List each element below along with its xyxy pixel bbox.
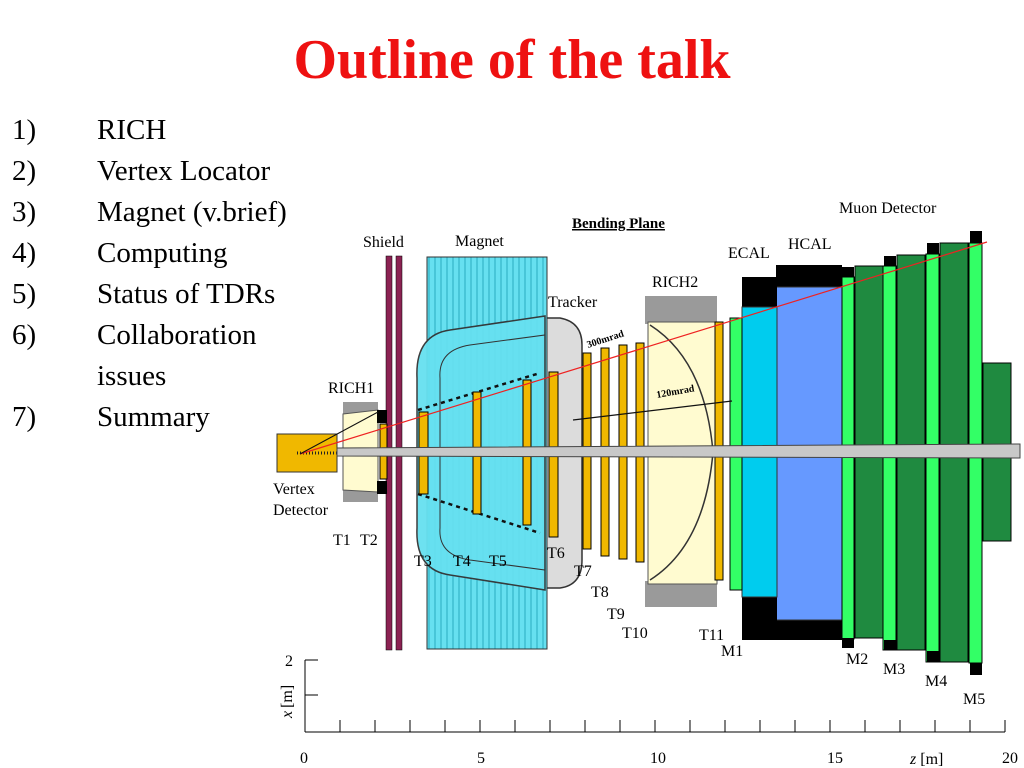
heading-bending-plane: Bending Plane [572, 216, 665, 232]
label-vertex: Vertex [273, 481, 315, 498]
item-text: Computing [97, 237, 228, 269]
z-tick: 10 [650, 750, 666, 767]
z-tick: 20 [1002, 750, 1018, 767]
label-rich1: RICH1 [328, 380, 374, 397]
outline-item: 3) Magnet (v.brief) [12, 192, 332, 233]
station-label: T6 [547, 545, 565, 562]
item-number: 5) [12, 278, 37, 310]
item-number: 6) [12, 319, 37, 351]
station-label: T8 [591, 584, 609, 601]
outline-list: 1) RICH 2) Vertex Locator 3) Magnet (v.brie… [12, 110, 332, 438]
label-muon-detector: Muon Detector [839, 200, 937, 217]
muon-station-labels: M1 M2 M3 M4 M5 [721, 643, 985, 708]
station-label: T5 [489, 553, 507, 570]
beam-pipe [336, 443, 1021, 459]
outline-item: 7) Summary [12, 397, 332, 438]
muon-station-label: M4 [925, 673, 947, 690]
acceptance-line-300mrad [299, 241, 988, 455]
station-label: T3 [414, 553, 432, 570]
z-axis: 0 5 10 15 20 z[m] [300, 659, 1018, 768]
acceptance-line-120mrad [572, 400, 733, 421]
item-text: RICH [97, 114, 167, 146]
station-label: T11 [699, 627, 724, 644]
z-tick: 15 [827, 750, 843, 767]
item-number: 7) [12, 401, 37, 433]
station-label: T9 [607, 606, 625, 623]
muon-station-label: M2 [846, 651, 868, 668]
item-number: 4) [12, 237, 37, 269]
item-text: Status of TDRs [97, 278, 276, 310]
z-tick: 5 [477, 750, 485, 767]
slide-title: Outline of the talk [293, 29, 731, 91]
z-tick: 0 [300, 750, 308, 767]
item-number: 1) [12, 114, 37, 146]
rich1-angle-line [299, 411, 379, 455]
item-number: 2) [12, 155, 37, 187]
z-axis-label: z[m] [909, 751, 943, 768]
ecal [741, 277, 778, 640]
label-magnet: Magnet [455, 233, 504, 250]
station-label: T7 [574, 563, 592, 580]
muon-station-label: M1 [721, 643, 743, 660]
outline-item: 2) Vertex Locator [12, 151, 332, 192]
station-label: T2 [360, 532, 378, 549]
label-shield: Shield [363, 234, 404, 251]
label-hcal: HCAL [788, 236, 832, 253]
outline-item: 1) RICH [12, 110, 332, 151]
vertex-detector [276, 433, 338, 473]
outline-item: 4) Computing [12, 233, 332, 274]
item-number: 3) [12, 196, 37, 228]
label-ecal: ECAL [728, 245, 770, 262]
item-text: Collaboration issues [97, 319, 257, 392]
station-label: T4 [453, 553, 471, 570]
item-text: Vertex Locator [97, 155, 271, 187]
muon-station-label: M3 [883, 661, 905, 678]
muon-station-label: M5 [963, 691, 985, 708]
station-labels: T1 T2 T3 T4 T5 T6 T7 T8 T9 T10 T11 [333, 532, 724, 644]
x-tick: 2 [285, 653, 293, 670]
x-axis: 2 x[m] [279, 653, 296, 719]
label-tracker: Tracker [548, 294, 598, 311]
x-axis-label: x[m] [279, 685, 296, 719]
item-text: Summary [97, 401, 210, 433]
station-label: T1 [333, 532, 351, 549]
label-detector: Detector [273, 502, 329, 519]
label-rich2: RICH2 [652, 274, 698, 291]
station-label: T10 [622, 625, 648, 642]
item-text: Magnet (v.brief) [97, 196, 287, 228]
outline-item: 6) Collaboration issues [12, 315, 332, 397]
outline-item: 5) Status of TDRs [12, 274, 332, 315]
